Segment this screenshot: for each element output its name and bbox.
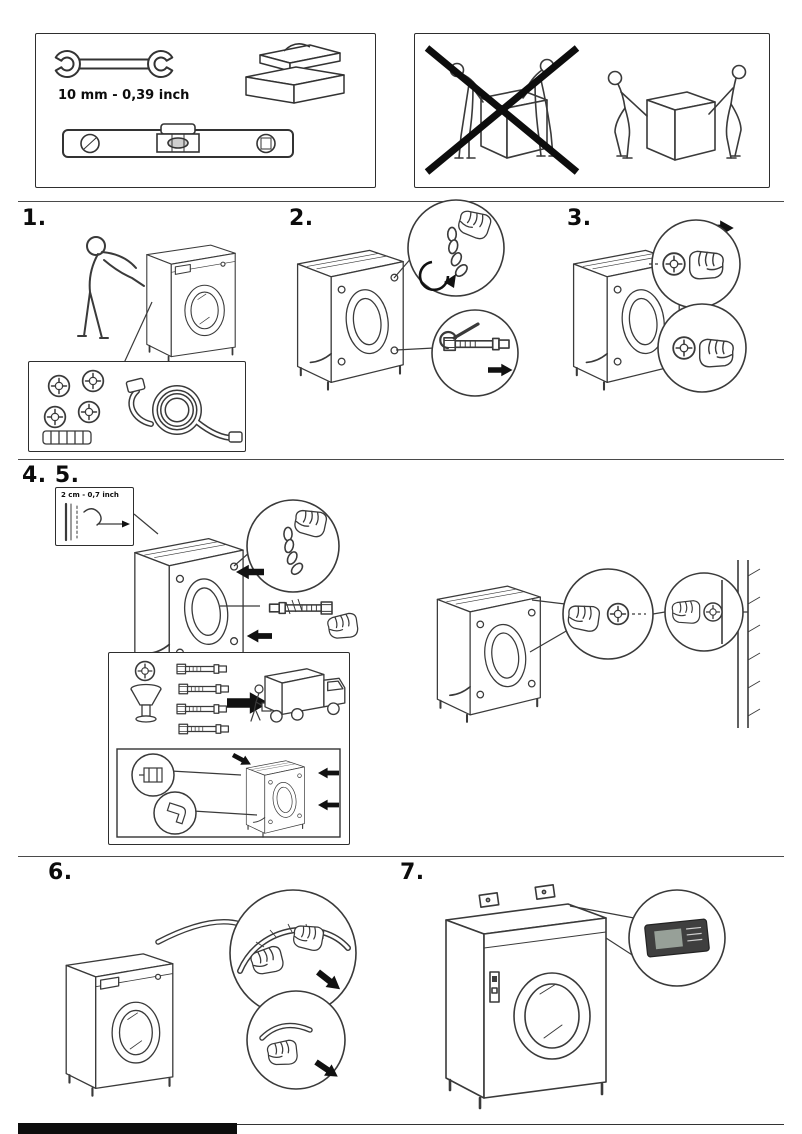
zoom-circle-bolt — [431, 309, 519, 397]
tools-panel: 10 mm - 0,39 inch — [35, 33, 376, 188]
two-person-lift-correct-illustration — [607, 64, 747, 161]
step-1-number: 1. — [22, 206, 47, 231]
bolt-icon — [178, 723, 230, 735]
bolt-assembly-diagram — [246, 598, 360, 643]
toolbox-icon — [245, 43, 345, 104]
callout-lines — [652, 611, 748, 615]
washer-front-illustration — [65, 952, 174, 1097]
step-2-illustration — [296, 199, 519, 397]
wrench-on-bolt — [439, 322, 480, 350]
spirit-level-icon — [62, 123, 294, 158]
hose-guide — [42, 430, 92, 445]
hand-icon — [688, 250, 724, 280]
truck-icon — [264, 668, 346, 723]
callout-line — [133, 513, 159, 535]
control-strip — [489, 971, 500, 1003]
cap-icon — [703, 602, 723, 622]
transport-hole-cap — [81, 369, 105, 393]
step-4-illustration — [133, 499, 360, 683]
footer-rule — [237, 1124, 784, 1125]
footer-bar — [18, 1123, 237, 1134]
section-divider-1 — [18, 201, 784, 202]
transport-hole-cap — [43, 405, 67, 429]
transport-hole-cap — [77, 400, 101, 424]
step-7-illustration — [445, 884, 726, 1110]
hand-icon — [266, 1038, 299, 1067]
washer-rear-illustration — [436, 585, 542, 723]
wall — [737, 560, 761, 728]
cap-icon — [606, 602, 630, 626]
callout-lines — [529, 599, 569, 653]
handling-panel — [414, 33, 770, 188]
step-7-number: 7. — [400, 860, 425, 885]
wrench-icon — [54, 50, 174, 78]
parts-illustration — [42, 369, 243, 445]
washer-front-view — [445, 884, 607, 1110]
funnel-icon — [130, 683, 162, 723]
step-3-illustration — [572, 219, 747, 393]
step-1-parts-box — [28, 361, 246, 452]
bolt-icon — [176, 703, 228, 715]
washer-rear-illustration — [296, 249, 405, 391]
washer-rear-illustration — [245, 760, 305, 838]
step-2-number: 2. — [289, 206, 314, 231]
reinstall-arrow — [318, 767, 339, 779]
person-lifting-correct-right — [708, 64, 747, 159]
step-6-illustration — [65, 889, 357, 1097]
hose-end — [259, 1022, 313, 1041]
bracket-icon — [166, 802, 187, 825]
bracket-icon — [139, 767, 163, 783]
callout-line — [123, 301, 153, 364]
person-lifting-correct-left — [607, 70, 648, 159]
step-6-number: 6. — [48, 860, 73, 885]
step-3-number: 3. — [567, 206, 592, 231]
section-divider-2 — [18, 459, 784, 460]
step-5-illustration — [436, 560, 761, 728]
corrugated-hose — [237, 923, 351, 974]
hole-cap-icon — [672, 336, 696, 360]
storage-illustration — [116, 660, 346, 838]
two-person-lift-wrong-illustration — [424, 45, 580, 175]
rotate-arrow — [418, 260, 456, 292]
pull-left-arrow — [246, 629, 272, 643]
bolt-icon — [176, 663, 228, 675]
reinstall-inner-box — [116, 748, 341, 838]
hand-icon — [671, 600, 701, 624]
callout-lines — [170, 770, 258, 816]
step-1-illustration — [77, 236, 237, 364]
cap-icon — [134, 660, 156, 682]
bolt-icon — [178, 683, 230, 695]
person-unpacking — [77, 236, 145, 339]
washer-front-illustration — [145, 244, 237, 364]
section-divider-3 — [18, 856, 784, 857]
wall-gap-label: 2 cm - 0,7 inch — [61, 491, 119, 499]
wrench-size-label: 10 mm - 0,39 inch — [58, 88, 190, 103]
reinstall-arrow — [230, 750, 254, 770]
wall-gap-box: 2 cm - 0,7 inch — [55, 487, 134, 546]
hand-icon — [326, 611, 360, 641]
spring-icon — [285, 598, 303, 615]
step-5-storage-box — [108, 652, 350, 845]
rating-plate — [644, 918, 710, 958]
drain-hose — [125, 377, 243, 443]
cross-out-x — [424, 45, 580, 175]
hole-cap-icon — [662, 252, 686, 276]
step-4-5-number: 4. 5. — [22, 463, 80, 488]
reinstall-arrow — [318, 799, 339, 811]
hand-icon — [698, 338, 734, 368]
wall-gap-diagram — [64, 502, 130, 542]
transport-hole-cap — [47, 374, 71, 398]
